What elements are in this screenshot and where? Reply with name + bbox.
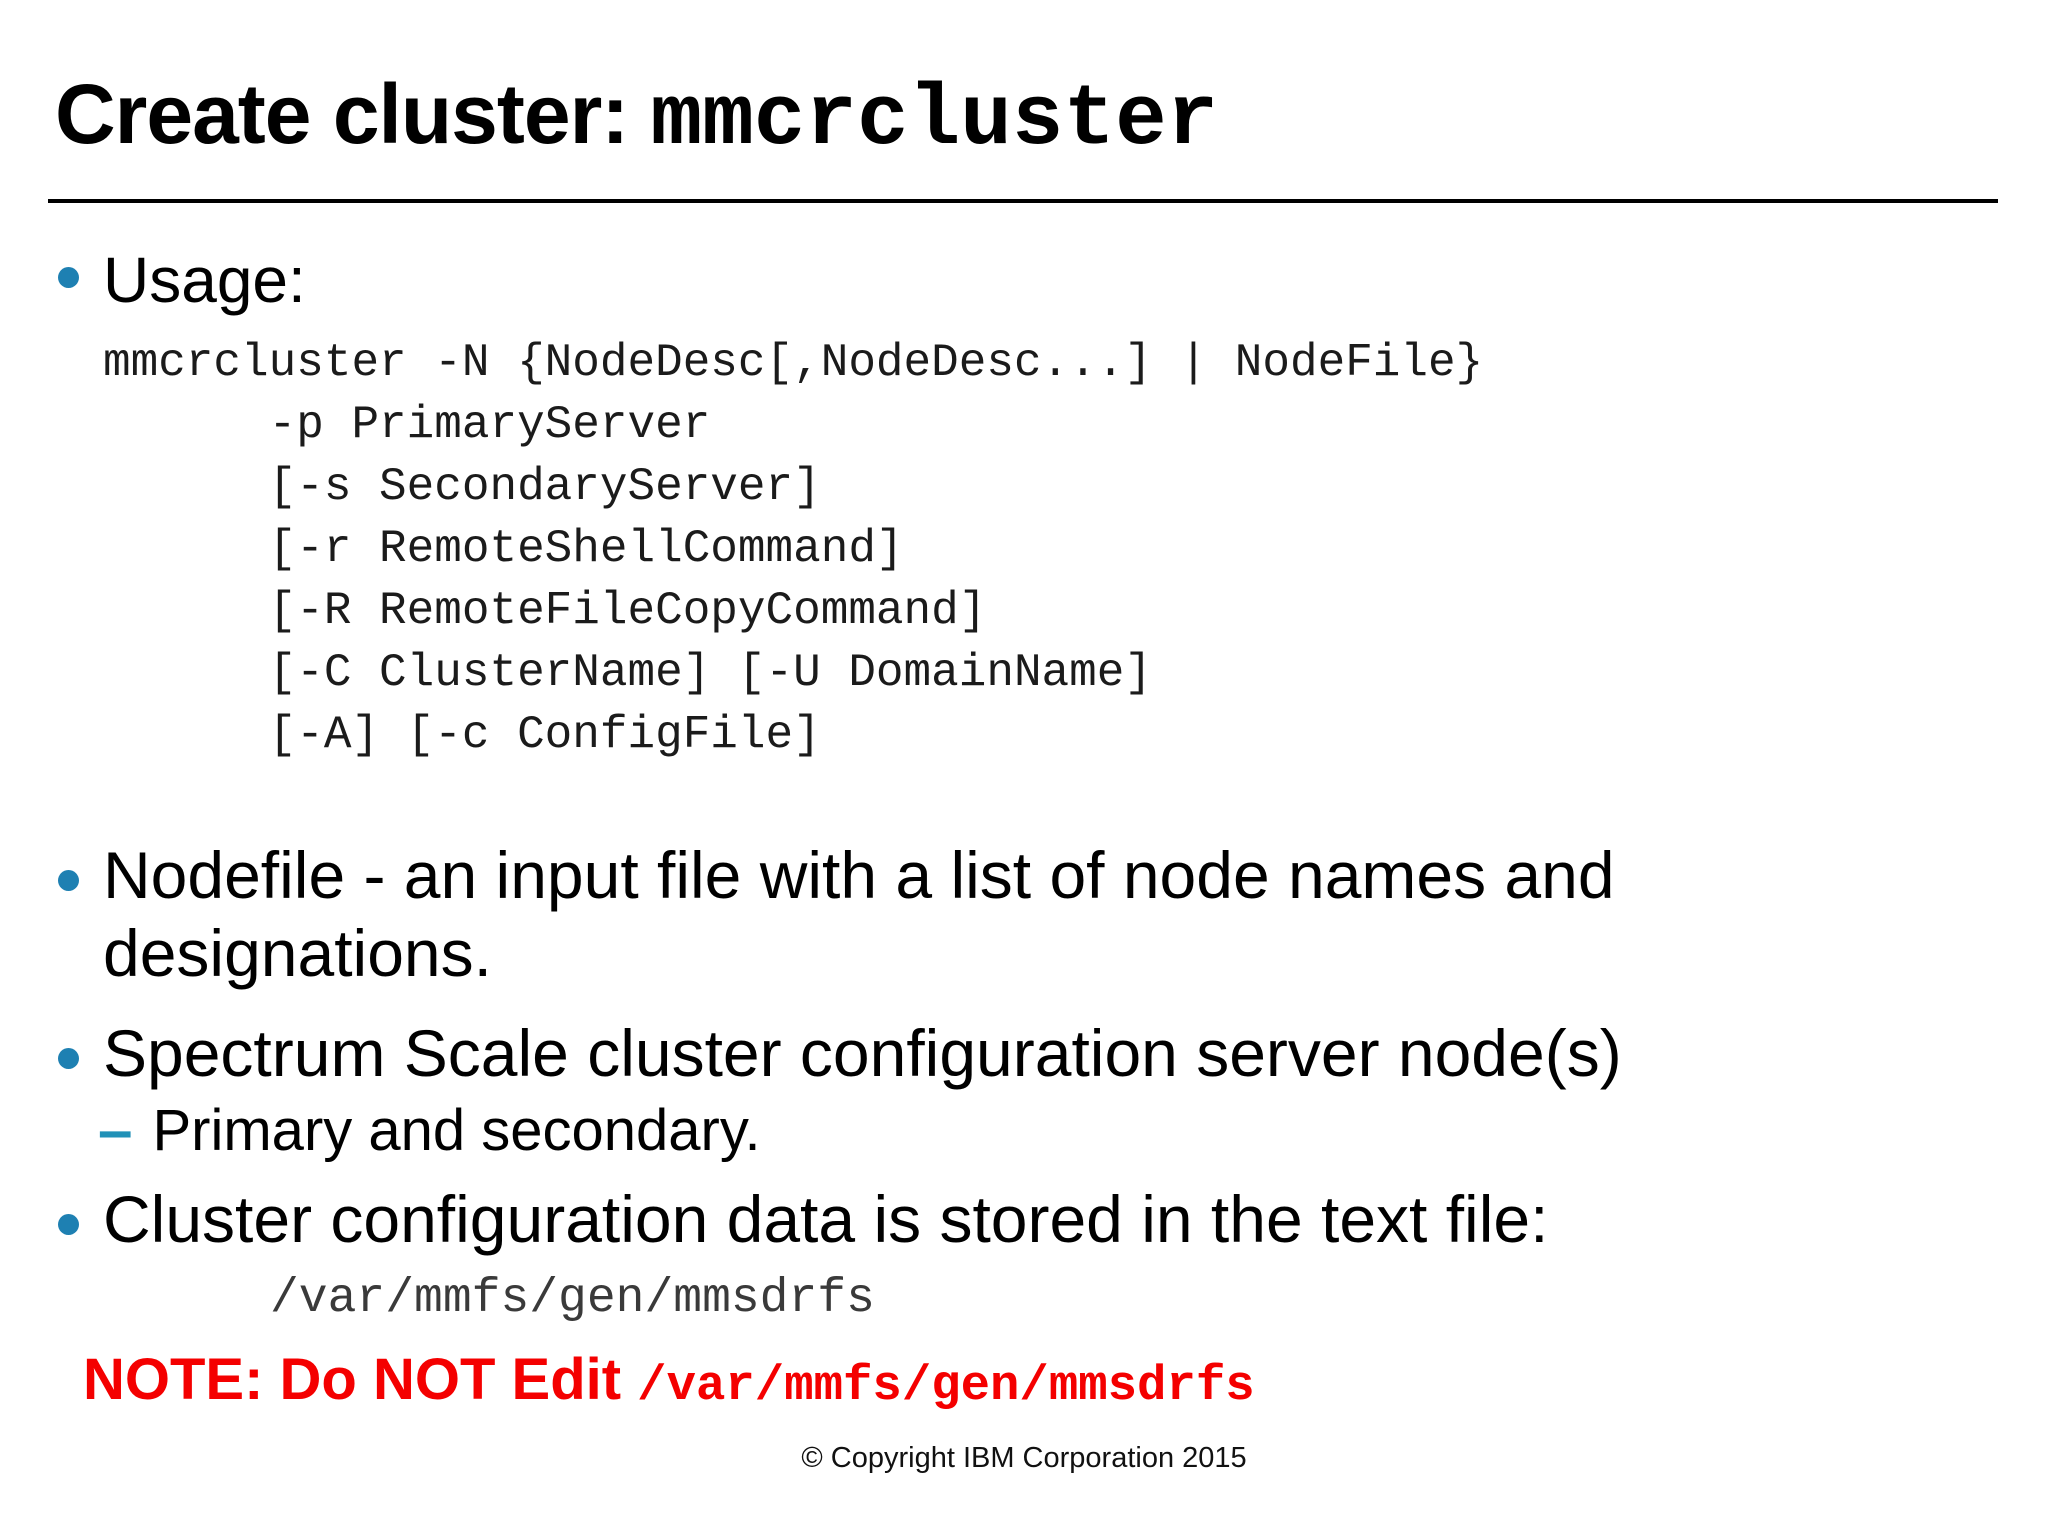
copyright-footer: © Copyright IBM Corporation 2015 xyxy=(801,1442,1247,1474)
page-title-text: Create cluster: xyxy=(55,67,651,161)
bullet-nodefile: Nodefile - an input file with a list of … xyxy=(58,836,1663,992)
code-line: mmcrcluster -N {NodeDesc[,NodeDesc...] |… xyxy=(103,337,1484,389)
bullet-dot-icon xyxy=(58,1048,79,1069)
nodefile-text: Nodefile - an input file with a list of … xyxy=(103,838,1615,990)
sub-bullet-text: Primary and secondary. xyxy=(152,1098,761,1163)
bullet-dot-icon xyxy=(58,870,79,891)
code-line: [-A] [-c ConfigFile] xyxy=(103,709,821,761)
bullet-dot-icon xyxy=(58,267,79,288)
code-line: [-r RemoteShellCommand] xyxy=(103,523,904,575)
note-warning: NOTE: Do NOT Edit /var/mmfs/gen/mmsdrfs xyxy=(83,1346,1255,1414)
dash-icon: – xyxy=(98,1096,133,1165)
code-line: [-s SecondaryServer] xyxy=(103,461,821,513)
sub-bullet-primary: – Primary and secondary. xyxy=(98,1096,761,1166)
bullet-usage: Usage: xyxy=(58,243,306,317)
bullet-dot-icon xyxy=(58,1214,79,1235)
bullet-spectrum: Spectrum Scale cluster configuration ser… xyxy=(58,1014,1622,1092)
note-warning-label: NOTE: Do NOT Edit xyxy=(83,1347,638,1412)
code-line: [-R RemoteFileCopyCommand] xyxy=(103,585,987,637)
usage-heading: Usage: xyxy=(103,244,306,316)
code-line: [-C ClusterName] [-U DomainName] xyxy=(103,647,1152,699)
title-divider xyxy=(48,199,1998,203)
code-line: -p PrimaryServer xyxy=(103,399,711,451)
usage-code-block: mmcrcluster -N {NodeDesc[,NodeDesc...] |… xyxy=(103,332,1483,766)
note-warning-path: /var/mmfs/gen/mmsdrfs xyxy=(637,1358,1255,1414)
bullet-cluster-config: Cluster configuration data is stored in … xyxy=(58,1180,1548,1258)
cluster-config-text: Cluster configuration data is stored in … xyxy=(103,1182,1549,1256)
config-file-path: /var/mmfs/gen/mmsdrfs xyxy=(270,1272,875,1326)
spectrum-text: Spectrum Scale cluster configuration ser… xyxy=(103,1016,1622,1090)
page-title-command: mmcrcluster xyxy=(650,71,1219,169)
page-title: Create cluster: mmcrcluster xyxy=(55,66,1218,169)
